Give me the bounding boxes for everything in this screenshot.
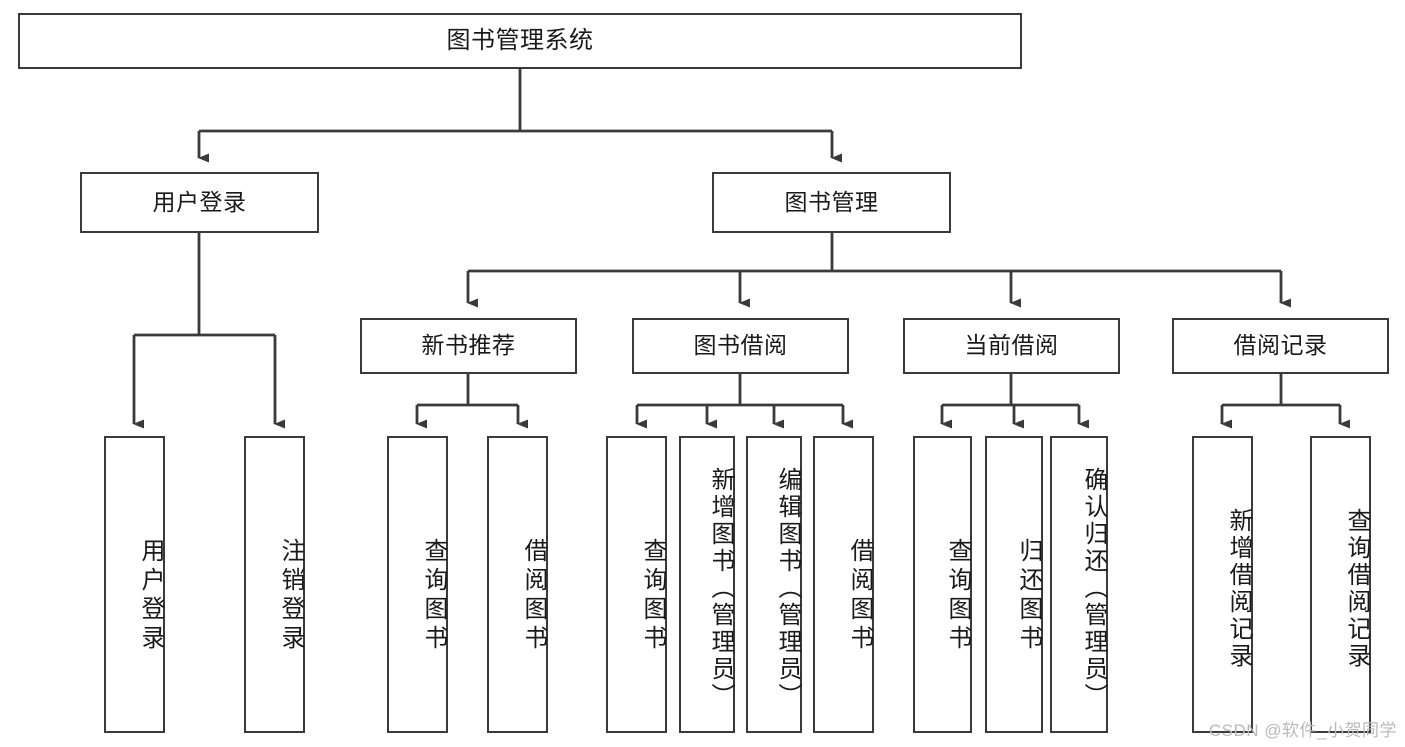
- leaf-user-login[interactable]: 用户登录: [104, 436, 165, 733]
- node-book-management[interactable]: 图书管理: [712, 172, 951, 233]
- leaf-add-book-admin[interactable]: 新增图书（管理员）: [679, 436, 735, 733]
- node-new-book-recommend[interactable]: 新书推荐: [360, 318, 577, 374]
- node-user-login[interactable]: 用户登录: [80, 172, 319, 233]
- node-borrow-record[interactable]: 借阅记录: [1172, 318, 1389, 374]
- leaf-query-borrow-record[interactable]: 查询借阅记录: [1310, 436, 1371, 733]
- leaf-return-book[interactable]: 归还图书: [985, 436, 1043, 733]
- leaf-confirm-return-admin[interactable]: 确认归还（管理员）: [1050, 436, 1108, 733]
- leaf-borrow-book[interactable]: 借阅图书: [813, 436, 874, 733]
- leaf-add-borrow-record[interactable]: 新增借阅记录: [1192, 436, 1253, 733]
- leaf-query-book-borrow[interactable]: 查询图书: [606, 436, 667, 733]
- csdn-watermark: CSDN @软件_小贺同学: [1208, 721, 1397, 740]
- node-book-borrow[interactable]: 图书借阅: [632, 318, 849, 374]
- node-root-book-management-system[interactable]: 图书管理系统: [18, 13, 1022, 69]
- leaf-borrow-book-recommend[interactable]: 借阅图书: [487, 436, 548, 733]
- node-current-borrow[interactable]: 当前借阅: [903, 318, 1120, 374]
- leaf-logout[interactable]: 注销登录: [244, 436, 305, 733]
- leaf-edit-book-admin[interactable]: 编辑图书（管理员）: [746, 436, 802, 733]
- leaf-query-book-recommend[interactable]: 查询图书: [387, 436, 448, 733]
- leaf-query-book-current[interactable]: 查询图书: [913, 436, 972, 733]
